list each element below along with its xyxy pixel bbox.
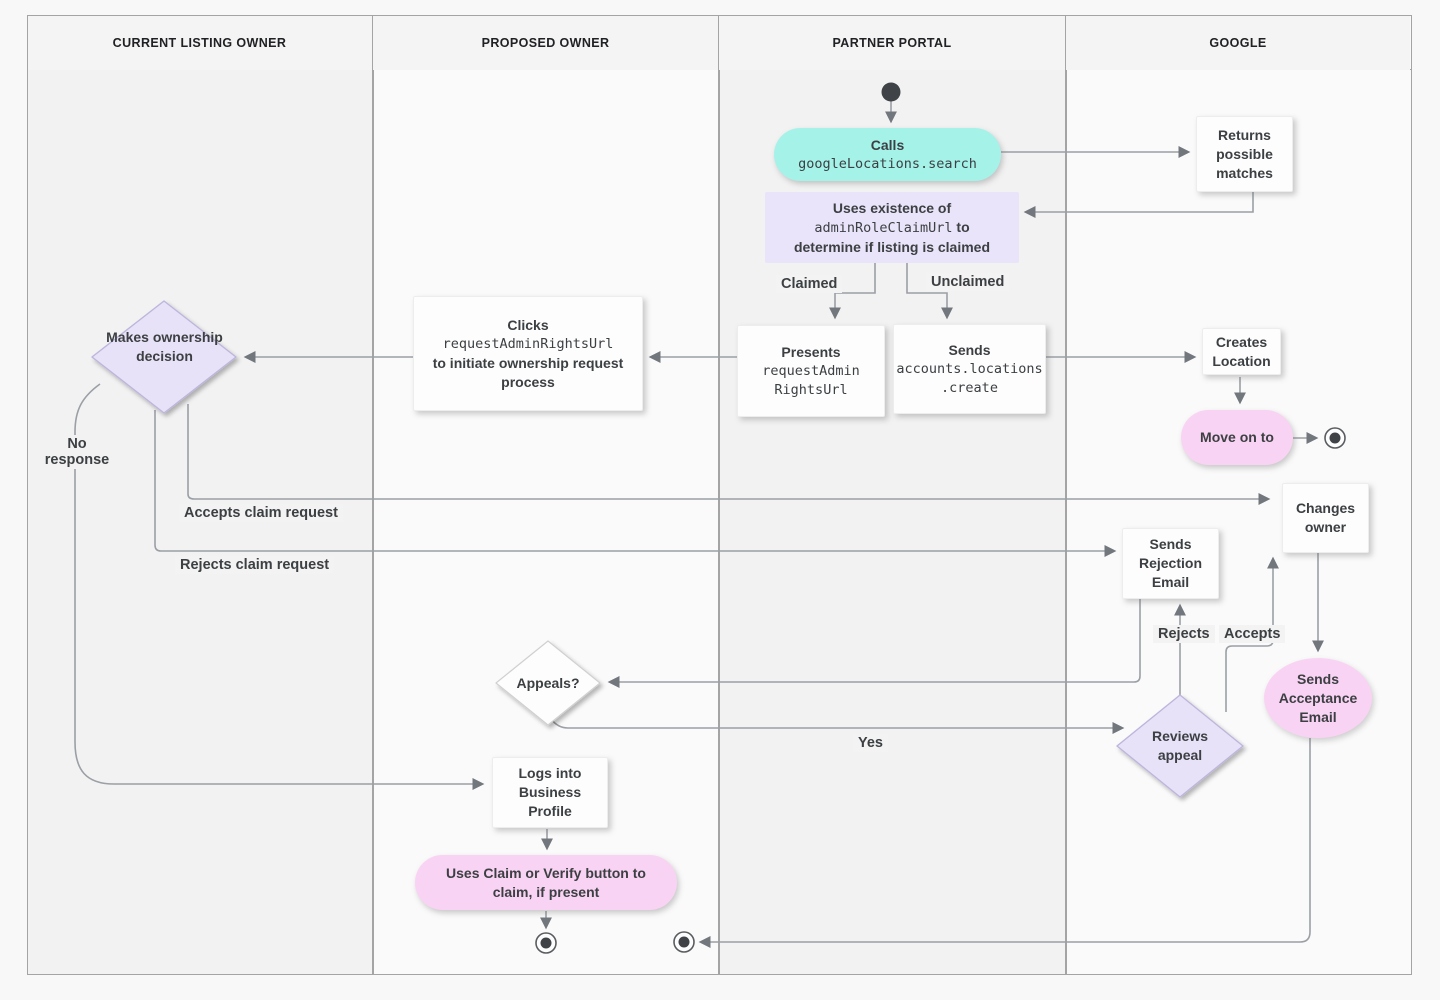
reviews-appeal-label: Reviews appeal bbox=[1151, 728, 1209, 763]
returns-possible-matches-node: Returns possible matches bbox=[1196, 116, 1293, 192]
sends-accounts-locations-create-node: Sends accounts.locations .create bbox=[893, 324, 1046, 414]
edge-label-unclaimed: Unclaimed bbox=[926, 273, 1010, 291]
sends-rejection-email-node: Sends Rejection Email bbox=[1122, 528, 1219, 599]
lane-header-partner-portal: PARTNER PORTAL bbox=[719, 15, 1065, 70]
edge-label-no-response: No response bbox=[38, 435, 116, 469]
lane-header-proposed-owner: PROPOSED OWNER bbox=[373, 15, 718, 70]
creates-location-node: Creates Location bbox=[1202, 328, 1281, 375]
calls-google-locations-search-node: Calls googleLocations.search bbox=[774, 128, 1001, 181]
appeals-label: Appeals? bbox=[516, 675, 580, 691]
changes-owner-node: Changes owner bbox=[1282, 483, 1369, 553]
lane-current-listing-owner bbox=[27, 15, 373, 975]
edge-label-accepts-claim-request: Accepts claim request bbox=[179, 504, 343, 522]
presents-request-admin-rights-url-node: Presents requestAdmin RightsUrl bbox=[737, 325, 885, 417]
logs-into-business-profile-node: Logs into Business Profile bbox=[492, 757, 608, 828]
makes-ownership-decision-label: Makes ownership decision bbox=[106, 329, 223, 364]
clicks-request-admin-rights-url-node: Clicks requestAdminRightsUrl to initiate… bbox=[413, 296, 643, 411]
edge-label-rejects-claim-request: Rejects claim request bbox=[175, 556, 335, 574]
move-on-to-node: Move on to bbox=[1181, 410, 1293, 465]
lane-header-current-listing-owner: CURRENT LISTING OWNER bbox=[27, 15, 372, 70]
lane-proposed-owner bbox=[373, 15, 719, 975]
lane-header-google: GOOGLE bbox=[1066, 15, 1410, 70]
edge-label-claimed: Claimed bbox=[776, 275, 843, 293]
lane-divider bbox=[1065, 15, 1067, 975]
uses-claim-or-verify-node: Uses Claim or Verify button to claim, if… bbox=[415, 855, 677, 910]
uses-existence-node: Uses existence of adminRoleClaimUrl to d… bbox=[765, 192, 1019, 263]
lane-divider bbox=[372, 15, 374, 975]
edge-label-rejects: Rejects bbox=[1153, 625, 1215, 643]
edge-label-accepts: Accepts bbox=[1219, 625, 1286, 643]
edge-label-yes: Yes bbox=[853, 734, 888, 752]
swimlane-header-row: CURRENT LISTING OWNER PROPOSED OWNER PAR… bbox=[27, 15, 1412, 70]
sends-acceptance-email-node: Sends Acceptance Email bbox=[1264, 658, 1372, 738]
lane-divider bbox=[718, 15, 720, 975]
